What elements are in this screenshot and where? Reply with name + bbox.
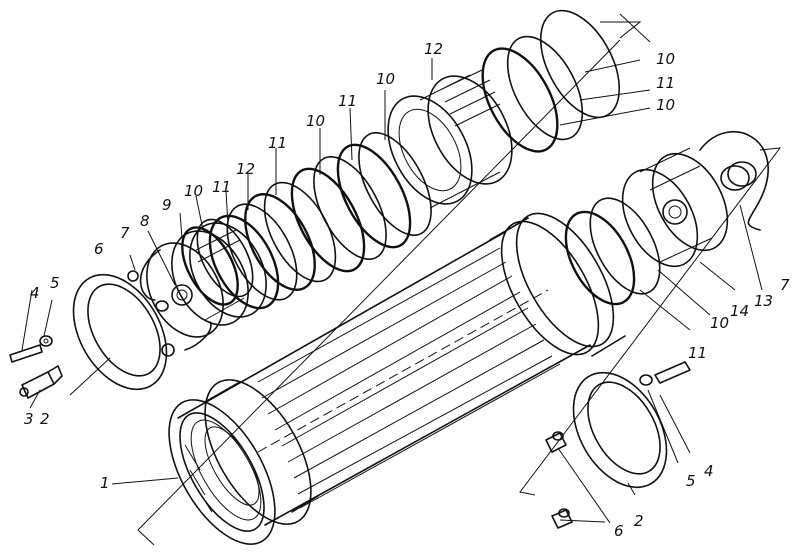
label-2-left: 2: [40, 410, 50, 428]
label-8: 8: [140, 212, 150, 230]
label-4-left: 4: [30, 284, 40, 302]
leader-lines: [21, 13, 782, 546]
cylinder-housing: [168, 212, 626, 545]
label-11-a: 11: [212, 178, 231, 196]
upper-ring-stack: [146, 9, 621, 338]
label-10-f: 10: [710, 314, 729, 332]
label-4-right: 4: [704, 462, 714, 480]
label-14: 14: [730, 302, 749, 320]
label-3: 3: [24, 410, 34, 428]
bore-8: [171, 284, 193, 306]
label-7-left: 7: [120, 224, 130, 242]
end-plate-left: [72, 273, 168, 391]
label-12-b: 12: [424, 40, 443, 58]
right-end-parts: [545, 361, 691, 529]
callout-labels: 1 2 2 3 4 4 5 5 6 6 7 7 8 9 10 10 10 10 …: [24, 40, 790, 540]
label-10-e: 10: [656, 96, 675, 114]
label-11-b: 11: [268, 134, 287, 152]
label-6-left: 6: [94, 240, 104, 258]
label-10-a: 10: [184, 182, 203, 200]
label-7-right: 7: [780, 276, 790, 294]
label-10-c: 10: [376, 70, 395, 88]
left-end-parts: [9, 249, 212, 399]
label-5-left: 5: [50, 274, 60, 292]
label-11-c: 11: [338, 92, 357, 110]
label-6-right: 6: [614, 522, 624, 540]
label-10-d: 10: [656, 50, 675, 68]
label-10-b: 10: [306, 112, 325, 130]
end-plate-right: [572, 371, 668, 489]
label-2-right: 2: [634, 512, 644, 530]
label-11-e: 11: [688, 344, 707, 362]
label-9: 9: [162, 196, 172, 214]
label-11-d: 11: [656, 74, 675, 92]
label-13: 13: [754, 292, 773, 310]
label-5-right: 5: [686, 472, 696, 490]
label-1: 1: [100, 474, 110, 492]
lower-ring-stack: [564, 131, 769, 306]
label-12-a: 12: [236, 160, 255, 178]
